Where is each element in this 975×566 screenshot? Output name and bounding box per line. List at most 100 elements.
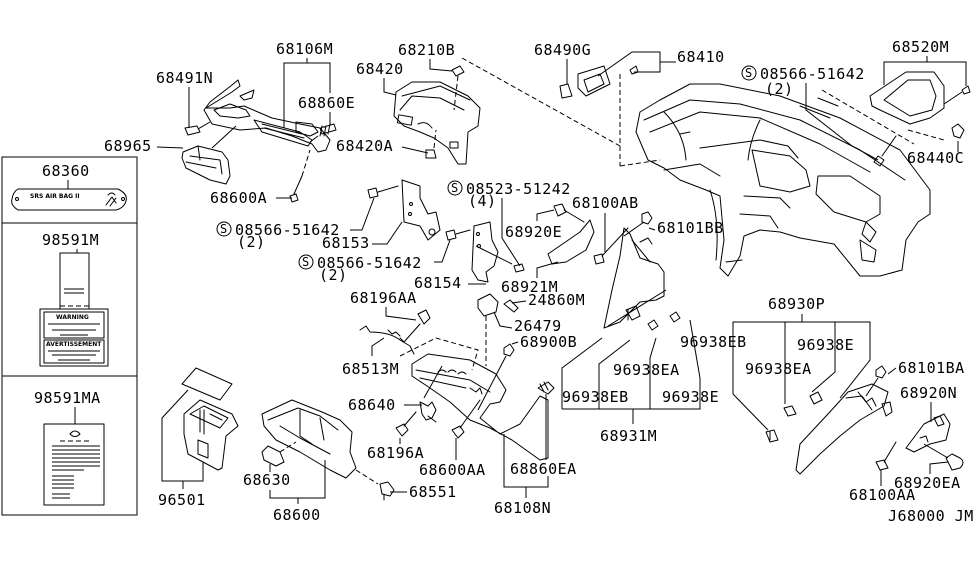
part-68490G[interactable]: 68490G — [534, 41, 591, 99]
callout-68520M[interactable]: 68520M — [892, 38, 949, 56]
callout-68440C[interactable]: 68440C — [907, 149, 964, 167]
part-68100AA[interactable]: 68100AA — [849, 441, 916, 504]
screw-08566-51642-low[interactable]: S 08566-51642 (2) — [298, 229, 471, 284]
callout-68551[interactable]: 68551 — [409, 483, 457, 501]
callout-68210B[interactable]: 68210B — [398, 41, 455, 59]
callout-08566-51642[interactable]: 08566-51642 — [317, 254, 422, 272]
screw-08566-51642-mid[interactable]: S 08566-51642 (2) — [216, 185, 399, 251]
part-68420A[interactable]: 68420A — [336, 129, 437, 159]
part-68108N[interactable]: 68108N — [494, 434, 551, 517]
part-96501[interactable]: 96501 — [158, 367, 239, 509]
callout-68490G[interactable]: 68490G — [534, 41, 591, 59]
part-24860M[interactable]: 24860M — [503, 291, 585, 313]
part-68491N[interactable]: 68491N — [156, 69, 213, 136]
part-68860EA[interactable]: 68860EA — [510, 381, 577, 478]
callout-68921M[interactable]: 68921M — [501, 278, 558, 296]
callout-68100AB[interactable]: 68100AB — [572, 194, 639, 212]
callout-96938EA[interactable]: 96938EA — [613, 361, 680, 379]
callout-68930P[interactable]: 68930P — [768, 295, 825, 313]
callout-68420A[interactable]: 68420A — [336, 137, 393, 155]
callout-68196AA[interactable]: 68196AA — [350, 289, 417, 307]
callout-68600AA[interactable]: 68600AA — [419, 461, 486, 479]
callout-26479[interactable]: 26479 — [514, 317, 562, 335]
part-68420[interactable]: 68420 — [356, 60, 481, 165]
callout-68106M[interactable]: 68106M — [276, 40, 333, 58]
part-68551[interactable]: 68551 — [355, 469, 457, 501]
part-68101BB[interactable]: 68101BB — [623, 211, 724, 237]
part-68100AB[interactable]: 68100AB — [572, 194, 639, 265]
callout-68410[interactable]: 68410 — [677, 48, 725, 66]
part-98591M[interactable]: 98591M WARNING AVERTISSEMENT — [39, 231, 109, 367]
part-68921M[interactable]: 68921M — [501, 261, 559, 296]
part-68410[interactable]: 68410 — [577, 48, 725, 167]
callout-96501[interactable]: 96501 — [158, 491, 206, 509]
callout-68931M[interactable]: 68931M — [600, 427, 657, 445]
screw-08523-51242[interactable]: S 08523-51242 (4) — [447, 180, 571, 273]
callout-68154[interactable]: 68154 — [414, 274, 462, 292]
callout-68600[interactable]: 68600 — [273, 506, 321, 524]
part-68920EA[interactable]: 68920EA — [894, 443, 964, 492]
callout-96938E[interactable]: 96938E — [797, 336, 854, 354]
callout-24860M[interactable]: 24860M — [528, 291, 585, 309]
callout-98591M[interactable]: 98591M — [42, 231, 99, 249]
screw-08566-51642-top[interactable]: S 08566-51642 (2) — [741, 65, 915, 167]
part-68931M[interactable]: 68931M 96938EB 96938EA 96938E — [561, 319, 719, 445]
callout-68360[interactable]: 68360 — [42, 162, 90, 180]
part-68440C[interactable]: 68440C — [907, 123, 965, 167]
callout-68153[interactable]: 68153 — [322, 234, 370, 252]
callout-08566-51642[interactable]: 08566-51642 — [235, 221, 340, 239]
callout-68900B[interactable]: 68900B — [520, 333, 577, 351]
part-68513M[interactable]: 68513M — [342, 325, 415, 378]
part-68640[interactable]: 68640 — [348, 365, 443, 423]
screw-shape — [875, 441, 897, 471]
callout-08566-51642[interactable]: 08566-51642 — [760, 65, 865, 83]
callout-96938EB[interactable]: 96938EB — [562, 388, 629, 406]
lamp-shape — [477, 293, 499, 317]
part-68153[interactable]: 68153 — [322, 179, 441, 252]
callout-68108N[interactable]: 68108N — [494, 499, 551, 517]
part-68920E[interactable]: 68920E — [505, 203, 595, 265]
part-68196A[interactable]: 68196A — [367, 411, 424, 462]
part-68900B[interactable]: 68900B — [477, 333, 577, 411]
callout-68965[interactable]: 68965 — [104, 137, 152, 155]
callout-68860EA[interactable]: 68860EA — [510, 460, 577, 478]
part-68196AA[interactable]: 68196AA — [350, 289, 431, 343]
callout-68600A[interactable]: 68600A — [210, 189, 267, 207]
callout-68491N[interactable]: 68491N — [156, 69, 213, 87]
part-68965[interactable]: 68965 — [104, 125, 237, 185]
callout-68100AA[interactable]: 68100AA — [849, 486, 916, 504]
callout-96938EB[interactable]: 96938EB — [680, 333, 747, 351]
callout-68101BB[interactable]: 68101BB — [657, 219, 724, 237]
callout-68513M[interactable]: 68513M — [342, 360, 399, 378]
callout-98591MA[interactable]: 98591MA — [34, 389, 101, 407]
part-68154[interactable]: 68154 — [414, 221, 499, 292]
part-68630[interactable]: 68630 — [243, 441, 297, 489]
callout-68920N[interactable]: 68920N — [900, 384, 957, 402]
callout-08523-51242[interactable]: 08523-51242 — [466, 180, 571, 198]
part-68520M[interactable]: 68520M — [869, 38, 971, 125]
part-68600AA[interactable]: 68600AA — [419, 399, 486, 479]
callout-68920EA[interactable]: 68920EA — [894, 474, 961, 492]
callout-96938E[interactable]: 96938E — [662, 388, 719, 406]
part-68360[interactable]: 68360 SRS AIR BAG II — [11, 162, 127, 211]
part-68101BA[interactable]: 68101BA — [865, 359, 965, 397]
part-68860E[interactable]: 68860E — [298, 94, 355, 143]
callout-68101BA[interactable]: 68101BA — [898, 359, 965, 377]
callout-68420[interactable]: 68420 — [356, 60, 404, 78]
part-68210B[interactable]: 68210B — [398, 41, 621, 147]
callout-68630[interactable]: 68630 — [243, 471, 291, 489]
callout-68196A[interactable]: 68196A — [367, 444, 424, 462]
part-26479[interactable]: 26479 — [477, 293, 562, 366]
part-68920N[interactable]: 68920N — [900, 384, 957, 453]
part-68106M[interactable]: 68106M — [203, 40, 333, 153]
part-68930P[interactable]: 68930P 96938EB 96938E 96938EA — [680, 295, 893, 475]
callout-96938EA[interactable]: 96938EA — [745, 360, 812, 378]
callout-68640[interactable]: 68640 — [348, 396, 396, 414]
part-98591MA[interactable]: 98591MA — [34, 389, 105, 506]
callout-68860E[interactable]: 68860E — [298, 94, 355, 112]
clip-shape — [503, 343, 515, 357]
callout-68920E[interactable]: 68920E — [505, 223, 562, 241]
lower-instrument-panel — [399, 337, 549, 461]
part-68600[interactable]: 68600 — [261, 399, 357, 524]
part-68600A[interactable]: 68600A — [210, 149, 311, 207]
